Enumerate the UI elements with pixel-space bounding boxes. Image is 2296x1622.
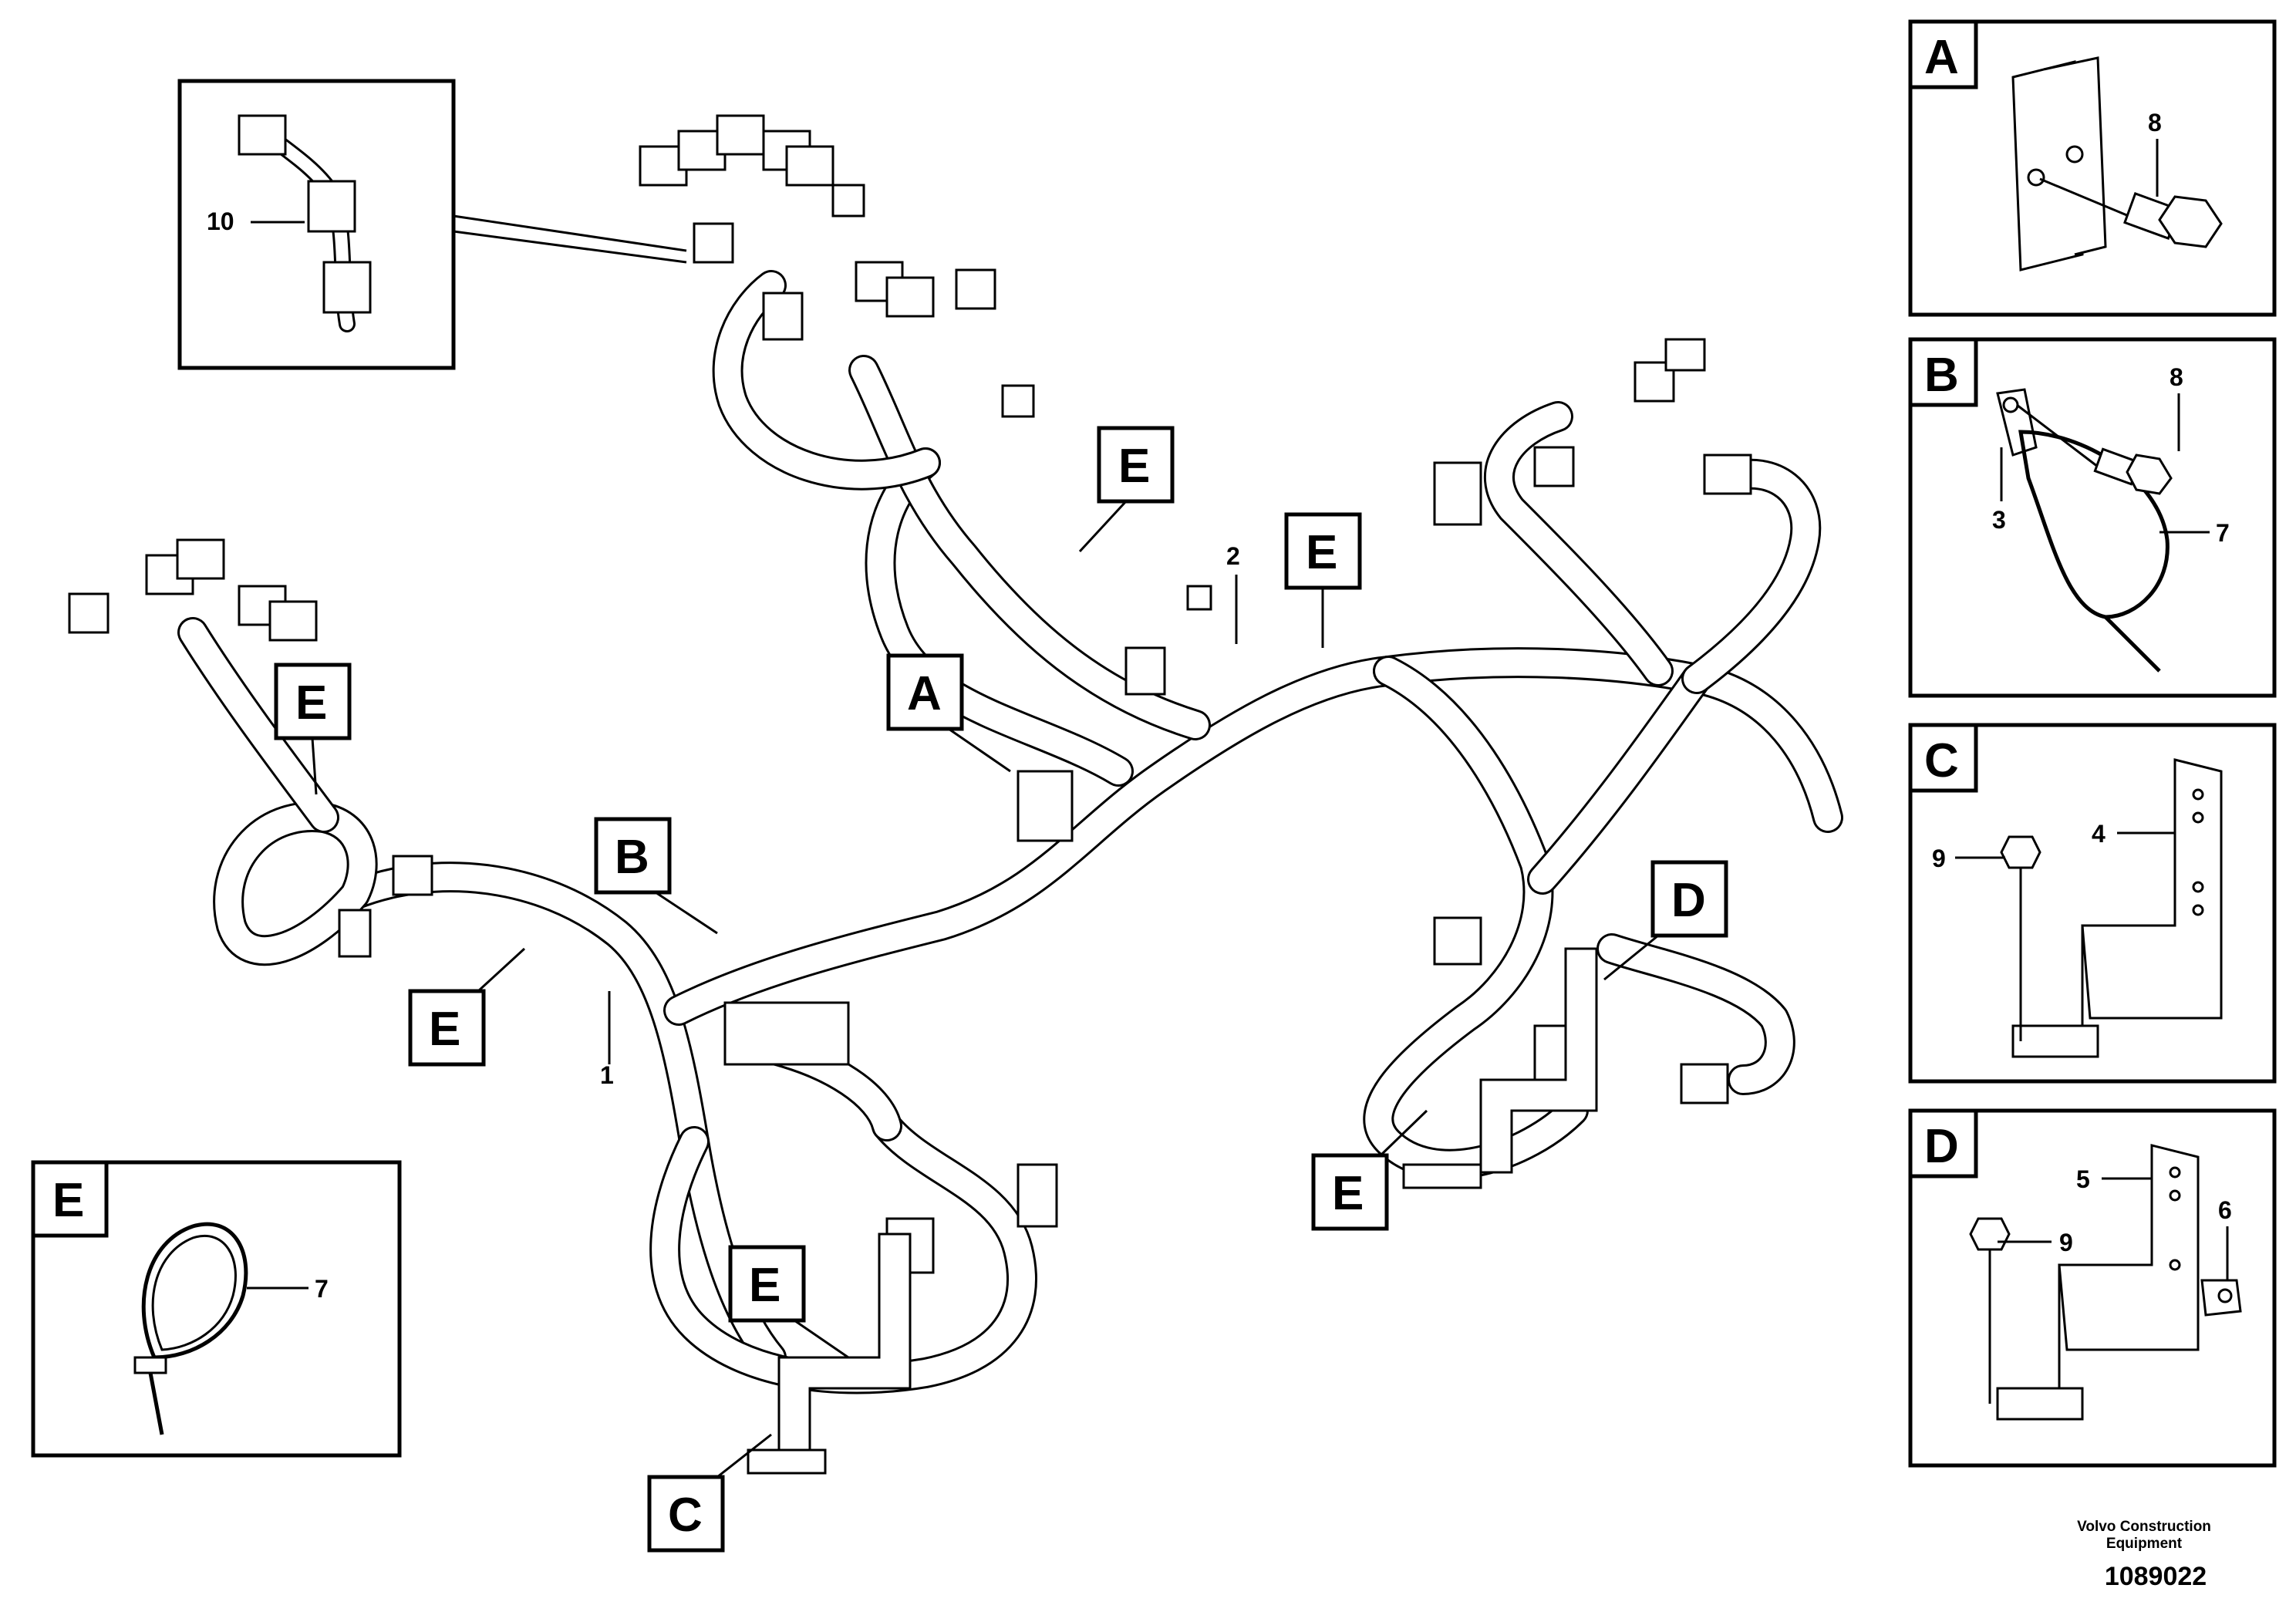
callout-e-lowercenter: E — [728, 1245, 849, 1359]
callout-e-lowerleft: E — [408, 947, 526, 1067]
callout-c: C — [647, 1433, 772, 1553]
svg-text:A: A — [907, 667, 942, 720]
detail-panel-e: E 7 — [31, 1160, 402, 1458]
svg-text:C: C — [668, 1489, 703, 1542]
svg-text:B: B — [615, 831, 649, 884]
callout-d: D — [1603, 860, 1728, 981]
svg-text:6: 6 — [2218, 1196, 2232, 1224]
part-number-10: 10 — [207, 207, 234, 235]
svg-text:E: E — [749, 1259, 781, 1312]
bracket-icon — [2011, 758, 2223, 1058]
svg-text:8: 8 — [2170, 363, 2183, 391]
harness-label-1: 1 — [600, 1061, 614, 1089]
bracket-icon — [747, 947, 1598, 1475]
svg-text:E: E — [429, 1003, 460, 1056]
svg-text:7: 7 — [315, 1275, 329, 1303]
bracket-icon — [1996, 1144, 2242, 1421]
drawing-number: 1089022 — [2105, 1562, 2207, 1591]
svg-text:9: 9 — [1932, 845, 1946, 872]
svg-text:E: E — [1306, 526, 1337, 579]
bolt-icon — [2000, 835, 2041, 1041]
svg-text:E: E — [295, 676, 327, 730]
company-line1: Volvo Construction — [2077, 1519, 2211, 1535]
svg-text:D: D — [1671, 874, 1706, 927]
bracket-icon — [2011, 56, 2107, 271]
cable-tie-icon — [133, 1222, 248, 1435]
detail-panel-d: D 9 5 6 — [1908, 1108, 2277, 1468]
harness-label-2: 2 — [1226, 542, 1240, 570]
company-line2: Equipment — [2106, 1536, 2183, 1552]
svg-text:5: 5 — [2076, 1165, 2090, 1193]
svg-text:B: B — [1924, 349, 1959, 402]
callout-e-lowerright: E — [1311, 1109, 1428, 1231]
svg-text:E: E — [1332, 1167, 1364, 1220]
svg-text:7: 7 — [2216, 519, 2230, 547]
callout-e-top: E — [1078, 426, 1175, 553]
callout-a: A — [886, 653, 1011, 773]
svg-text:3: 3 — [1992, 506, 2006, 534]
callout-e-left: E — [274, 663, 352, 795]
svg-text:D: D — [1924, 1120, 1959, 1173]
wire-harness-icon — [177, 270, 1843, 1394]
svg-text:E: E — [1118, 440, 1150, 493]
svg-text:A: A — [1924, 31, 1959, 84]
svg-text:8: 8 — [2148, 109, 2162, 137]
detail-panel-c: C 9 4 — [1908, 723, 2277, 1084]
bolt-icon — [2123, 192, 2223, 248]
callout-e-mid: E — [1284, 512, 1362, 648]
svg-text:4: 4 — [2092, 820, 2106, 848]
detail-panel-a: A 8 — [1908, 19, 2277, 317]
bolt-icon — [2093, 447, 2173, 495]
svg-text:C: C — [1924, 734, 1959, 787]
svg-text:E: E — [52, 1174, 84, 1227]
detail-panel-b: B 8 3 7 — [1908, 337, 2277, 698]
callout-b: B — [594, 817, 718, 935]
svg-text:9: 9 — [2059, 1229, 2073, 1256]
inset-detail — [177, 79, 687, 370]
